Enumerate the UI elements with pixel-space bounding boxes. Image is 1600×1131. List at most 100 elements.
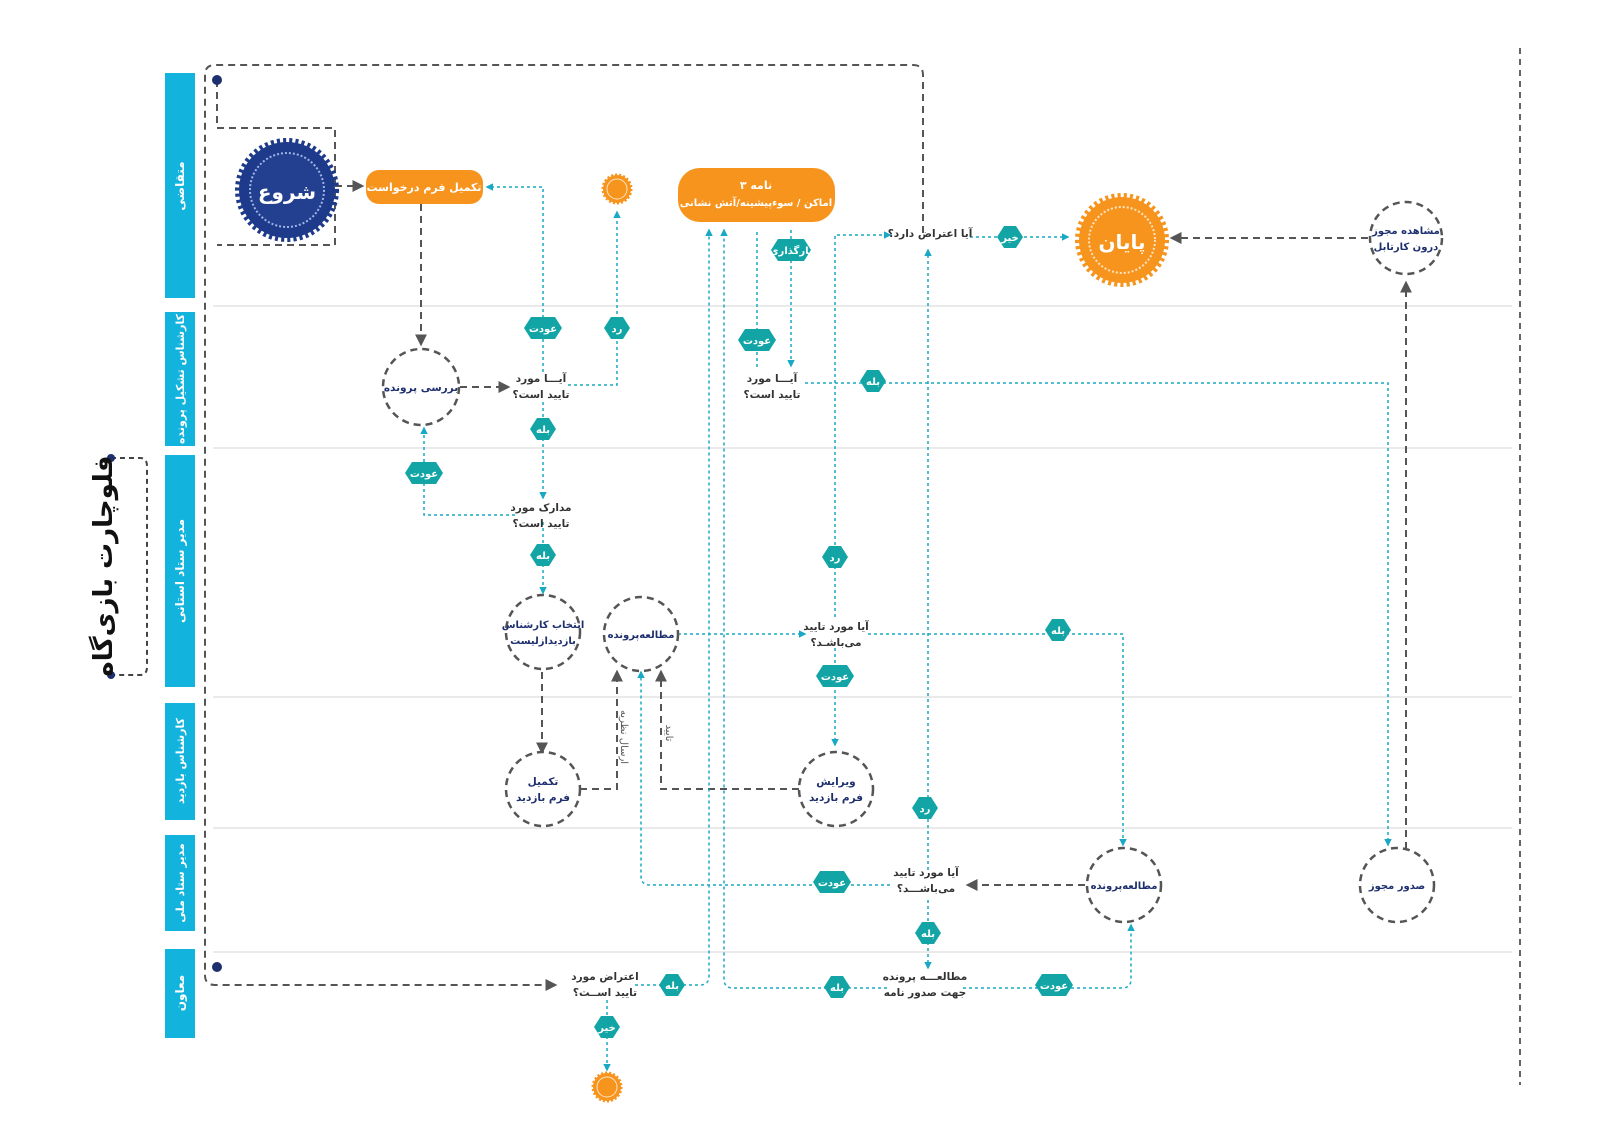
badge-return-8: عودت	[738, 329, 776, 351]
study-file-province-label: مطالعه‌پرونده	[608, 630, 675, 641]
loop-endpoint-bottom	[212, 962, 222, 972]
study-file-province-node	[602, 595, 680, 673]
badges: عودت رد بله عودت بله رد عودت بله عودت بارگذاری بله…	[405, 226, 1073, 1038]
lane-label-file-expert: کارشناس تشکیل پرونده	[174, 313, 187, 444]
lane-header-applicant	[165, 73, 195, 298]
circle-nodes	[381, 200, 1444, 924]
lane-headers: متقاضی کارشناس تشکیل پرونده مدیر ستاد اس…	[165, 73, 195, 1038]
national-approved-line2: می‌باشـــد؟	[897, 883, 955, 895]
badge-label: رد	[612, 324, 623, 335]
end-label: پایان	[1098, 230, 1145, 255]
gray-flows	[204, 64, 1412, 991]
study-issue-line1: مطالعـــه پرونده	[883, 971, 968, 983]
edit-visit-label-2: فرم بازدید	[809, 792, 863, 804]
badge-label: عودت	[410, 469, 438, 480]
lane-label-inspector: کارشناس بازدید	[174, 717, 187, 804]
letters-label-line1: ۳ نامه	[740, 179, 772, 192]
badge-label: رد	[830, 553, 841, 564]
badge-return-0: عودت	[524, 317, 562, 339]
badge-yes-4: بله	[530, 544, 556, 566]
view-license-label-1: مشاهده مجوز	[1371, 226, 1440, 237]
fill-form-node: تکمیل فرم درخواست	[366, 170, 483, 204]
complete-visit-label-1: تکمیل	[528, 776, 559, 788]
badge-label: رد	[920, 804, 931, 815]
issue-license-node	[1358, 846, 1436, 924]
badge-label: عودت	[529, 324, 557, 335]
badge-label: عودت	[743, 336, 771, 347]
lane-separators	[213, 305, 1512, 953]
badge-label: بله	[536, 551, 550, 562]
lane-label-deputy: معاون	[173, 975, 188, 1011]
complete-visit-label-2: فرم بازدید	[516, 792, 570, 804]
confirm-label: تایید	[663, 725, 674, 742]
badge-label: عودت	[1040, 981, 1068, 992]
badge-label: بله	[921, 929, 935, 940]
badge-return-6: عودت	[816, 665, 854, 687]
edit-visit-form-node	[797, 750, 875, 828]
documents-line2: تایید است؟	[513, 518, 570, 530]
edit-visit-label-1: ویرایش	[816, 776, 855, 788]
review-file-node	[381, 347, 461, 427]
lane-header-file-expert	[165, 312, 195, 446]
end-node: پایان	[1075, 193, 1169, 287]
review-file-label: بررسی پرونده	[384, 382, 458, 394]
badge-label: بارگذاری	[769, 244, 812, 257]
badge-no-11: خیر	[997, 226, 1023, 248]
select-inspector-node	[504, 593, 582, 671]
lane-header-inspector	[165, 703, 195, 820]
approved-2-line2: تایید است؟	[744, 389, 801, 401]
badge-label: بله	[536, 425, 550, 436]
start-label: شروع	[258, 180, 316, 204]
badge-yes-2: بله	[530, 418, 556, 440]
badge-no-18: خیر	[594, 1016, 620, 1038]
badge-yes-15: بله	[659, 974, 685, 996]
province-approved-line1: آیا مورد تایید	[803, 620, 869, 633]
view-license-node	[1368, 200, 1444, 276]
badge-yes-7: بله	[1045, 619, 1071, 641]
badge-reject-1: رد	[604, 317, 630, 339]
select-inspector-label-1: انتخاب کارشناس	[502, 620, 585, 631]
objection-approved-line1: اعتراض مورد	[571, 971, 639, 983]
objection-decision: آیا اعتراض دارد؟	[888, 227, 973, 240]
lane-header-deputy	[165, 949, 195, 1038]
decision-labels: آیا اعتراض دارد؟ آیـــا مورد تایید است؟ …	[510, 227, 972, 999]
issue-license-label: صدور مجوز	[1368, 881, 1425, 892]
title-bracket	[111, 457, 148, 676]
lane-label-province-manager: مدیر ستاد استانی	[173, 519, 187, 623]
objection-approved-line2: تایید اســت؟	[573, 987, 637, 999]
badge-label: خیر	[1000, 233, 1019, 244]
badge-upload-9: بارگذاری	[769, 239, 813, 261]
letters-label-line2: اماکن / سوءپیشینه/آتش نشانی	[680, 196, 832, 209]
loop-endpoint-top	[212, 75, 222, 85]
study-file-national-node	[1085, 846, 1163, 924]
complete-visit-form-node	[504, 750, 582, 828]
fill-form-label: تکمیل فرم درخواست	[366, 181, 481, 194]
view-license-label-2: درون کارتابل	[1374, 242, 1439, 253]
badge-label: عودت	[821, 672, 849, 683]
badge-yes-14: بله	[915, 922, 941, 944]
lane-label-national-manager: مدیر ستاد ملی	[174, 843, 187, 922]
lane-header-province-manager	[165, 455, 195, 687]
approved-2-line1: آیـــا مورد	[747, 372, 798, 385]
study-issue-line2: جهت صدور نامه	[884, 987, 966, 999]
documents-line1: مدارک مورد	[510, 502, 571, 514]
badge-label: بله	[665, 981, 679, 992]
title-group: فلوچارت بازی‌گاه	[88, 454, 148, 679]
chart-title: فلوچارت بازی‌گاه	[88, 455, 119, 676]
badge-label: عودت	[818, 878, 846, 889]
letters-node: ۳ نامه اماکن / سوءپیشینه/آتش نشانی	[678, 168, 835, 222]
cyan-flows	[420, 183, 1392, 1072]
badge-reject-5: رد	[822, 546, 848, 568]
terminal-circle-bottom	[591, 1071, 623, 1103]
badge-return-13: عودت	[813, 871, 851, 893]
start-node: شروع	[235, 138, 339, 242]
badge-return-17: عودت	[1035, 974, 1073, 996]
badge-yes-10: بله	[860, 370, 886, 392]
lane-header-national-manager	[165, 835, 195, 931]
circle-node-labels: بررسی پرونده مشاهده مجوز درون کارتابل ان…	[384, 226, 1440, 892]
select-inspector-label-2: بازدیدازلیست	[510, 636, 576, 647]
study-file-national-label: مطالعه‌پرونده	[1091, 881, 1158, 892]
badge-label: بله	[830, 983, 844, 994]
approved-1-line1: آیـــا مورد	[516, 372, 567, 385]
